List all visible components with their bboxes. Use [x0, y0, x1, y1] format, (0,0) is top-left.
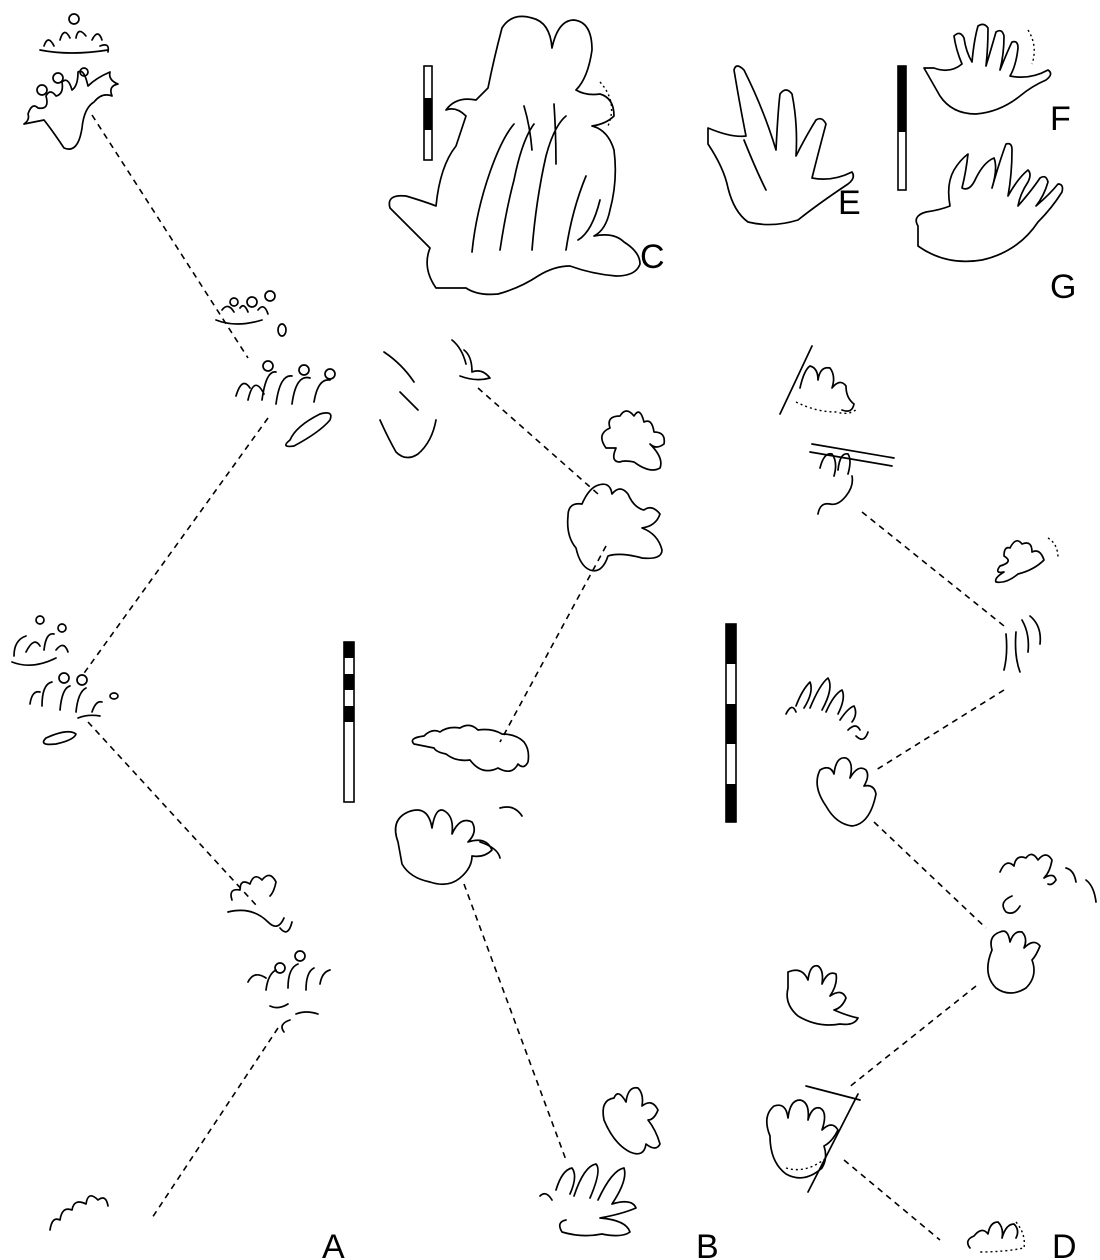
- panel-d-midline-4: [848, 986, 976, 1088]
- panel-b-print-2: [568, 411, 665, 571]
- panel-label-g: G: [1050, 268, 1076, 306]
- panel-b-midline-3: [464, 884, 566, 1160]
- panel-d-print-1: [780, 346, 894, 514]
- panel-a-partial-print: [50, 1196, 108, 1230]
- panel-d-print-6: [968, 1222, 1025, 1252]
- panel-label-a: A: [322, 1228, 345, 1260]
- panel-d-midline-1: [862, 512, 1004, 626]
- panel-a-midline-3: [88, 722, 256, 905]
- panel-a-midline-2: [82, 418, 268, 676]
- panel-a-trackway: [12, 14, 335, 1230]
- panel-label-b: B: [696, 1228, 719, 1260]
- panel-label-f: F: [1050, 100, 1071, 138]
- panel-b-midline-2: [500, 546, 606, 742]
- panel-b-print-1: [380, 340, 490, 458]
- panel-a-midline-1: [92, 115, 248, 358]
- panel-label-c: C: [640, 238, 665, 276]
- panel-a-print-set-4: [228, 875, 330, 1032]
- panel-d-midline-3: [874, 822, 986, 928]
- panel-d-midline-2: [876, 690, 1004, 770]
- panel-d-midline-5: [844, 1160, 940, 1240]
- panel-d-print-3: [786, 678, 876, 826]
- panel-b-print-3: [396, 725, 529, 884]
- panel-d-print-2: [996, 538, 1058, 672]
- panel-a-midline-4: [152, 1028, 278, 1218]
- panel-c-scale-bar: [424, 66, 432, 160]
- panel-b-trackway: [380, 340, 664, 1236]
- panel-label-e: E: [838, 184, 861, 222]
- panel-a-print-set-1: [24, 14, 118, 149]
- panel-label-d: D: [1052, 1228, 1077, 1260]
- panel-a-print-set-3: [12, 616, 118, 744]
- panel-d-print-4: [988, 854, 1096, 993]
- panel-g-print-detail: [916, 144, 1062, 262]
- panel-c-print-detail: [389, 16, 640, 294]
- panel-e-print-detail: [708, 66, 853, 225]
- panel-d-print-5: [767, 966, 860, 1192]
- panel-b-midline-1: [478, 388, 598, 494]
- panel-f-print-detail: [924, 24, 1051, 114]
- panel-a-print-set-2: [216, 291, 335, 446]
- panel-b-print-4: [540, 1088, 660, 1236]
- panel-d-scale-bar: [726, 624, 736, 822]
- panel-efg-scale-bar: [898, 66, 906, 190]
- panel-d-trackway: [726, 346, 1096, 1252]
- panel-ab-scale-bar: [344, 642, 354, 802]
